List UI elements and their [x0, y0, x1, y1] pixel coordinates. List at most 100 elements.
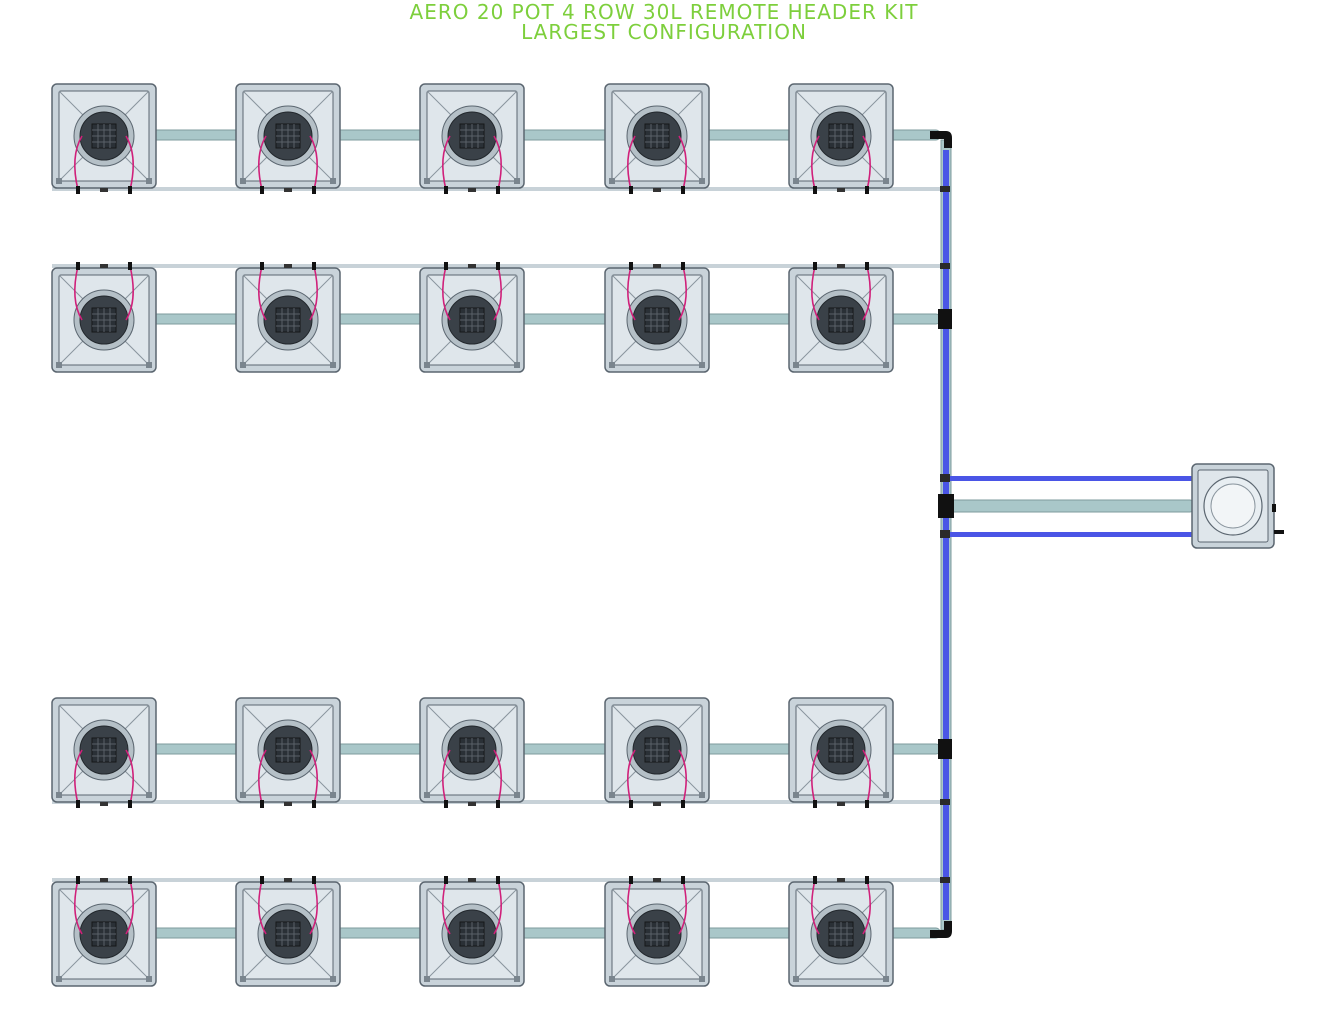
drip-clip [312, 186, 316, 194]
elbow-fitting [930, 921, 952, 938]
drip-line [442, 265, 451, 321]
pot-bevel [860, 953, 887, 980]
feed-line-header [944, 476, 1194, 481]
pot-bevel [795, 274, 822, 301]
drip-clip [629, 262, 633, 270]
pot-bevel [795, 90, 822, 117]
pot-bevel [491, 155, 518, 182]
pot [604, 83, 710, 194]
pot-tab [699, 792, 705, 798]
drip-line [442, 135, 451, 191]
drip-clip [76, 262, 80, 270]
pot-bevel [860, 888, 887, 915]
pot-bevel [491, 953, 518, 980]
pot-bevel [795, 704, 822, 731]
pot-bevel [426, 704, 453, 731]
pot [788, 697, 894, 808]
drip-clip [128, 186, 132, 194]
pot-bevel [123, 90, 150, 117]
pot-bevel [307, 274, 334, 301]
pot-bevel [242, 274, 269, 301]
connector [940, 530, 950, 538]
pot-bevel [860, 339, 887, 366]
pot-bevel [611, 953, 638, 980]
pot-bevel [611, 704, 638, 731]
pot-bevel [795, 769, 822, 796]
pot-tab [793, 792, 799, 798]
drip-line [627, 265, 636, 321]
drip-clip [76, 186, 80, 194]
pot-bevel [426, 274, 453, 301]
drip-clip [496, 800, 500, 808]
pot-tab [146, 178, 152, 184]
pot-bevel [491, 888, 518, 915]
pot-bevel [860, 90, 887, 117]
pot-bevel [860, 155, 887, 182]
pot-tab [883, 976, 889, 982]
pot-bevel [123, 274, 150, 301]
pot-bevel [426, 769, 453, 796]
drip-line [493, 135, 502, 191]
pot-layer [51, 83, 894, 987]
pot-bevel [58, 155, 85, 182]
drip-line [811, 135, 820, 191]
pot-bevel [426, 888, 453, 915]
pot-tab [146, 362, 152, 368]
drip-clip [496, 262, 500, 270]
pot-bevel [307, 953, 334, 980]
drip-line [309, 879, 318, 935]
pot-tab [56, 178, 62, 184]
drip-line [309, 135, 318, 191]
drip-line [627, 879, 636, 935]
pot-bevel [611, 888, 638, 915]
drip-clip [496, 876, 500, 884]
pot-bevel [123, 769, 150, 796]
drip-line [74, 135, 83, 191]
drip-line [125, 265, 134, 321]
pot [51, 83, 157, 194]
pot-bevel [307, 90, 334, 117]
pot-tab [609, 792, 615, 798]
drip-clip [284, 802, 292, 806]
drip-line [125, 135, 134, 191]
drip-line [862, 749, 871, 805]
pot [51, 876, 157, 987]
pot-bevel [491, 339, 518, 366]
pot [419, 697, 525, 808]
drip-line [74, 879, 83, 935]
drip-line [862, 265, 871, 321]
drip-clip [837, 802, 845, 806]
drip-clip [100, 878, 108, 882]
pot-tab [699, 362, 705, 368]
connector [940, 799, 950, 805]
drip-clip [76, 876, 80, 884]
drip-line [258, 749, 267, 805]
pot-tab [793, 362, 799, 368]
pot-tab [609, 976, 615, 982]
pot-tab [699, 976, 705, 982]
pot-tab [424, 178, 430, 184]
pot-bevel [676, 953, 703, 980]
drip-clip [681, 186, 685, 194]
pot-bevel [795, 888, 822, 915]
drip-clip [468, 264, 476, 268]
pot-tab [330, 178, 336, 184]
drip-clip [653, 802, 661, 806]
pot [604, 262, 710, 373]
pot-bevel [58, 888, 85, 915]
pot-bevel [860, 274, 887, 301]
header-unit-layer [1191, 463, 1284, 549]
pot-tab [424, 976, 430, 982]
pot-tab [330, 792, 336, 798]
pot-bevel [58, 704, 85, 731]
drip-clip [312, 800, 316, 808]
drip-clip [128, 876, 132, 884]
drip-line [74, 749, 83, 805]
pot [788, 876, 894, 987]
drip-clip [629, 876, 633, 884]
drip-clip [100, 802, 108, 806]
drip-clip [128, 262, 132, 270]
pot-bevel [676, 90, 703, 117]
pot-bevel [795, 953, 822, 980]
pot [51, 697, 157, 808]
